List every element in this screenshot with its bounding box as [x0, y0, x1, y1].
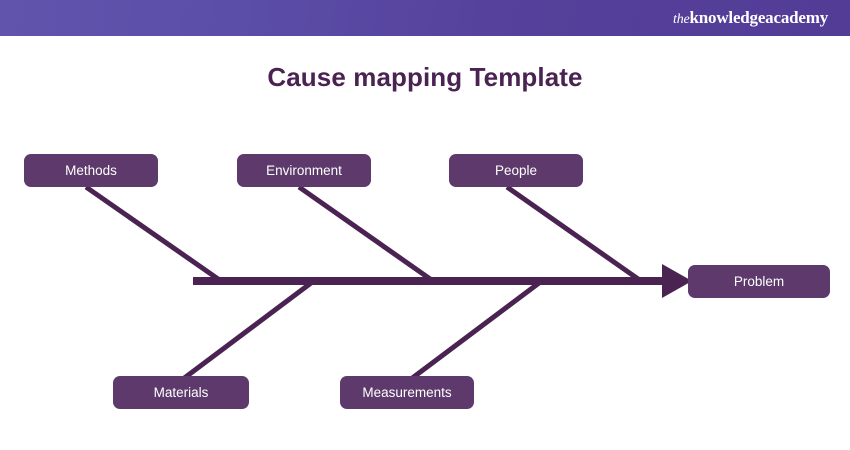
bone-line-environment	[297, 184, 435, 284]
bone-line-measurements	[409, 281, 541, 381]
page-title: Cause mapping Template	[267, 62, 583, 92]
brand-name-text: knowledgeacademy	[689, 8, 829, 27]
cause-node-materials-label: Materials	[153, 384, 209, 400]
bone-line-materials	[181, 281, 313, 381]
brand-logo: theknowledgeacademy	[673, 8, 828, 28]
cause-node-measurements-label: Measurements	[362, 384, 452, 400]
cause-node-methods[interactable]: Methods	[24, 154, 158, 187]
spine-arrowhead-icon	[662, 264, 692, 298]
cause-node-people-label: People	[494, 162, 538, 178]
effect-node-problem[interactable]: Problem	[688, 265, 830, 298]
cause-node-measurements[interactable]: Measurements	[340, 376, 474, 409]
brand-prefix-text: the	[673, 12, 690, 27]
effect-node-problem-label: Problem	[733, 273, 785, 289]
bone-line-methods	[84, 184, 223, 284]
bone-line-people	[505, 184, 643, 284]
cause-node-materials[interactable]: Materials	[113, 376, 249, 409]
page-header: theknowledgeacademy	[0, 0, 850, 36]
cause-node-methods-label: Methods	[65, 162, 117, 178]
cause-node-environment-label: Environment	[266, 162, 342, 178]
cause-node-people[interactable]: People	[449, 154, 583, 187]
cause-node-environment[interactable]: Environment	[237, 154, 371, 187]
